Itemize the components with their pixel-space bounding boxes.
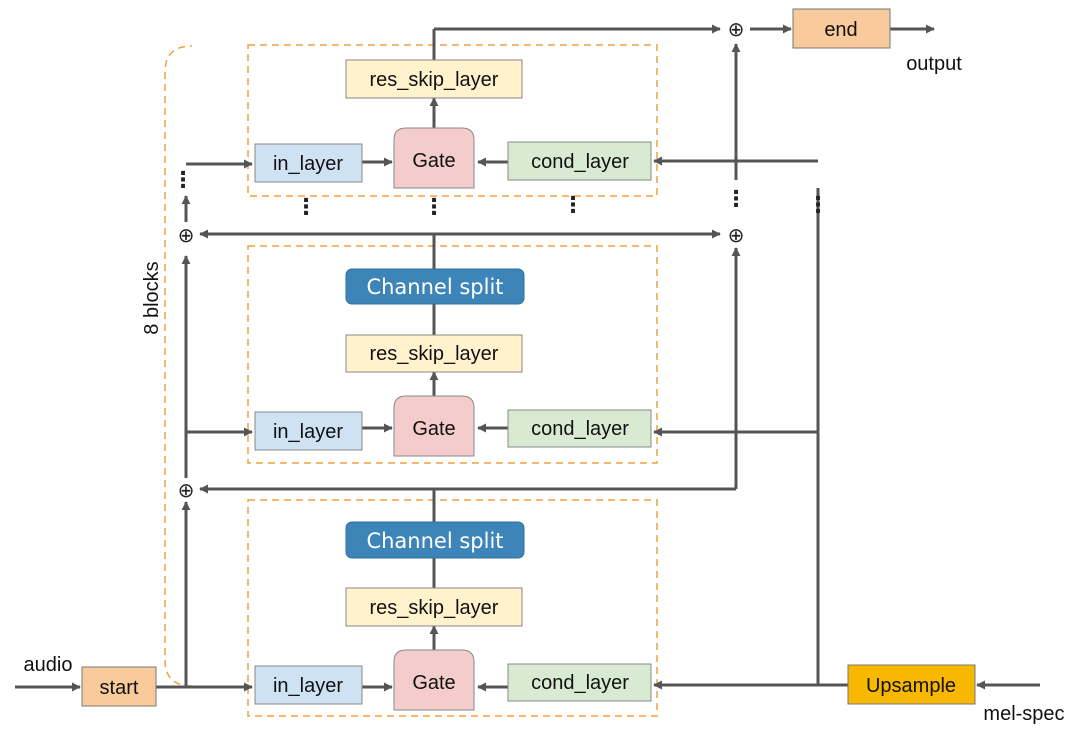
ellipsis-gate: ⋮ [423,195,445,220]
in-layer-bottom [254,665,363,705]
gate-middle-label: Gate [412,418,455,440]
in-layer-bottom-label: in_layer [273,675,343,697]
cond-layer-bottom-label: cond_layer [531,672,629,694]
in-layer-top [254,143,363,183]
upsample-node [847,664,976,705]
gate-bottom [393,649,475,711]
sum-node-right: ⊕ [728,223,745,247]
res-skip-layer-middle-label: res_skip_layer [370,343,499,365]
upsample-label: Upsample [866,675,956,697]
sum-node-left-upper: ⊕ [178,223,195,247]
channel-split-bottom [345,521,525,559]
blocks-label: 8 blocks [141,261,163,334]
ellipsis-right-sum: ⋮ [725,187,747,212]
gate-middle [393,395,475,457]
res-skip-layer-bottom-label: res_skip_layer [370,597,499,619]
gate-bottom-label: Gate [412,672,455,694]
sum-node-left-lower: ⊕ [178,478,195,502]
output-label: output [906,53,962,75]
end-label: end [824,19,857,41]
ellipsis-cond-path: ⋮ [807,193,829,218]
gate-top-label: Gate [412,150,455,172]
end-node [792,8,891,49]
in-layer-middle-label: in_layer [273,421,343,443]
ellipsis-cond-layer: ⋮ [562,193,584,218]
block-container-middle [247,245,658,464]
cond-layer-bottom [507,663,652,702]
block-container-bottom [247,499,658,717]
ellipsis-in-layer: ⋮ [295,195,317,220]
channel-split-bottom-label: Channel split [366,529,503,553]
ellipsis-left-column: ⋮ [172,168,194,193]
cond-layer-middle [507,409,652,448]
audio-label: audio [24,654,73,676]
channel-split-middle [345,268,525,305]
in-layer-middle [254,411,363,451]
res-skip-layer-top-label: res_skip_layer [370,69,499,91]
res-skip-layer-bottom [345,587,523,627]
start-label: start [100,677,139,699]
res-skip-layer-top [345,59,523,99]
gate-top [393,127,475,189]
connections [15,24,1040,692]
mel-spec-label: mel-spec [983,703,1064,725]
start-node [81,666,157,707]
cond-layer-top [507,141,652,181]
in-layer-top-label: in_layer [273,153,343,175]
sum-node-output: ⊕ [728,17,745,41]
cond-layer-top-label: cond_layer [531,151,629,173]
block-container-top [247,44,658,197]
blocks-bracket [164,45,193,687]
res-skip-layer-middle [345,334,523,373]
channel-split-middle-label: Channel split [366,275,503,299]
cond-layer-middle-label: cond_layer [531,418,629,440]
